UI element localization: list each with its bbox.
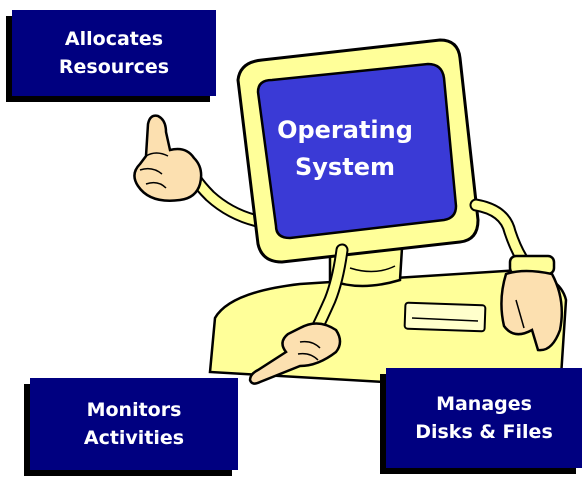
- manages-disks-files-box: Manages Disks & Files: [386, 368, 582, 468]
- allocates-resources-box: Allocates Resources: [12, 10, 216, 96]
- allocates-line-1: Allocates: [64, 28, 164, 50]
- screen-title: Operating System: [268, 112, 422, 186]
- monitors-activities-box: Monitors Activities: [30, 378, 238, 470]
- screen-title-line-2: System: [295, 153, 395, 181]
- monitor-screen: [256, 62, 458, 240]
- manages-line-2: Disks & Files: [415, 421, 553, 443]
- pointing-hand-down-icon: [248, 322, 342, 385]
- disk-slot-icon: [403, 301, 487, 333]
- monitors-line-1: Monitors: [86, 399, 182, 421]
- monitors-line-2: Activities: [83, 427, 185, 449]
- right-hand-icon: [500, 254, 563, 352]
- manages-line-1: Manages: [436, 393, 532, 415]
- screen-title-line-1: Operating: [277, 116, 413, 144]
- pointing-hand-up-icon: [133, 114, 203, 202]
- allocates-line-2: Resources: [58, 56, 170, 78]
